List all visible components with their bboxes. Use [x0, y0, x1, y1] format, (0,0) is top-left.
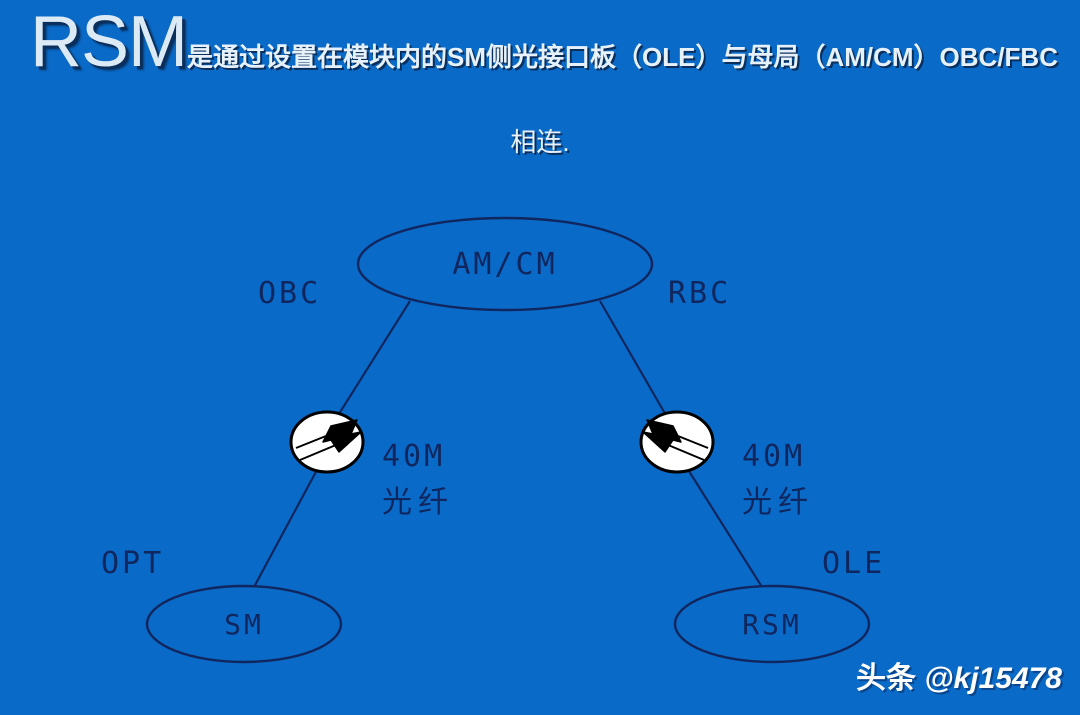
node-sm[interactable]: SM	[145, 584, 343, 664]
connector-arrow-left	[322, 419, 362, 453]
edge-amcm-to-rsm	[599, 300, 763, 588]
node-amcm-label: AM/CM	[452, 247, 557, 282]
label-left-medium: 光纤	[382, 485, 454, 520]
label-opt: OPT	[101, 546, 164, 581]
node-rsm[interactable]: RSM	[673, 584, 871, 664]
label-right-speed: 40M	[742, 439, 805, 474]
right-optical-connector-icon	[639, 410, 715, 474]
edge-segment-lower-left	[253, 467, 319, 588]
watermark-handle: @kj15478	[924, 662, 1062, 695]
edge-segment-upper-left	[336, 300, 411, 418]
edge-segment-upper-right	[599, 300, 668, 418]
label-obc: OBC	[258, 276, 321, 311]
node-sm-outline	[145, 584, 343, 664]
node-amcm-outline	[356, 216, 654, 312]
node-sm-label: SM	[224, 608, 264, 641]
left-optical-connector-icon	[289, 410, 365, 474]
connector-arrow-right	[642, 419, 682, 453]
label-rbc: RBC	[668, 276, 731, 311]
label-ole: OLE	[822, 546, 885, 581]
watermark-prefix: 头条	[855, 662, 916, 695]
watermark: 头条 @kj15478	[856, 653, 1062, 697]
edge-amcm-to-sm	[253, 300, 411, 588]
node-rsm-label: RSM	[742, 608, 802, 641]
node-rsm-outline	[673, 584, 871, 664]
node-amcm[interactable]: AM/CM	[356, 216, 654, 312]
label-right-medium: 光纤	[742, 485, 814, 520]
label-left-speed: 40M	[382, 439, 445, 474]
edge-segment-lower-right	[686, 467, 763, 588]
